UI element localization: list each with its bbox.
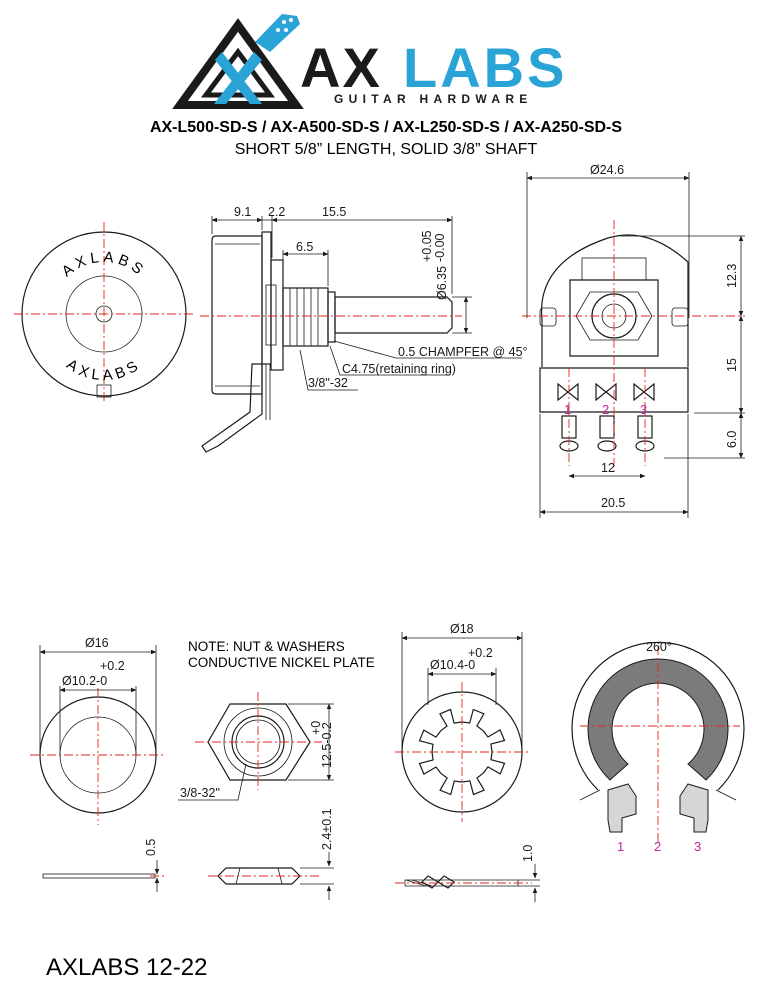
guitar-headstock-icon [255,14,300,52]
note-retaining-ring: C4.75(retaining ring) [342,362,456,376]
resistive-track-view: 260° 1 2 3 [571,640,745,854]
lock-washer-thickness: 1.0 [521,845,535,862]
brand-tagline: GUITAR HARDWARE [334,92,533,106]
back-pin-1: 1 [564,402,571,417]
axlabs-logo: AX LABS GUITAR HARDWARE [172,14,567,109]
model-list: AX-L500-SD-S / AX-A500-SD-S / AX-L250-SD… [150,119,622,136]
track-pin-3: 3 [694,839,701,854]
nut-af-tol: +0 [309,721,323,735]
washer-outer-dia: Ø16 [85,636,109,650]
pot-back-view: Ø24.6 12.3 15 6.0 12 20.5 1 2 3 [522,163,745,518]
track-pin-2: 2 [654,839,661,854]
dim-15-5: 15.5 [322,205,346,219]
lock-washer-inner-dia: Ø10.4-0 [430,658,475,672]
nut-thickness: 2.4±0.1 [320,808,334,850]
pot-front-view: AXLABS AXLABS [14,222,194,404]
brand-name-light: LABS [403,36,567,99]
pot-side-view: 9.1 2.2 15.5 6.5 Ø6.35 +0.05 -0.00 0.5 C… [200,205,528,453]
nut-note-line1: NOTE: NUT & WASHERS [188,639,345,654]
washer-inner-dia: Ø10.2-0 [62,674,107,688]
lock-washer-view: Ø18 Ø10.4-0 +0.2 1.0 [395,622,540,902]
lock-washer-inner-tol: +0.2 [468,646,493,660]
nut-view: NOTE: NUT & WASHERS CONDUCTIVE NICKEL PL… [178,639,375,900]
drawing-code: AXLABS 12-22 [46,954,207,981]
nut-thread: 3/8-32" [180,786,220,800]
dim-6-0: 6.0 [725,431,739,448]
track-pin-1: 1 [617,839,624,854]
note-thread: 3/8"-32 [308,376,348,390]
note-chamfer: 0.5 CHAMPFER @ 45° [398,345,528,359]
brand-name-dark: AX [300,36,382,99]
nut-across-flats: 12.5-0.2 [320,722,334,768]
flat-washer-view: Ø16 Ø10.2-0 +0.2 0.5 [30,636,166,892]
dim-2-2: 2.2 [268,205,285,219]
dim-pitch-12: 12 [601,461,615,475]
washer-thickness: 0.5 [144,839,158,856]
dim-6-5: 6.5 [296,240,313,254]
dim-shaft-dia: Ø6.35 [435,266,449,300]
back-pin-2: 2 [602,402,609,417]
dim-9-1: 9.1 [234,205,251,219]
dim-12-3: 12.3 [725,264,739,288]
dim-20-5: 20.5 [601,496,625,510]
dim-15: 15 [725,358,739,372]
tol-plus: +0.05 [420,230,434,262]
washer-inner-tol: +0.2 [100,659,125,673]
nut-note-line2: CONDUCTIVE NICKEL PLATE [188,655,375,670]
back-pin-3: 3 [640,402,647,417]
rotation-angle: 260° [646,640,672,654]
lock-washer-outer-dia: Ø18 [450,622,474,636]
product-subtitle: SHORT 5/8” LENGTH, SOLID 3/8” SHAFT [235,141,538,158]
tol-minus: -0.00 [433,233,447,262]
dim-dia-24-6: Ø24.6 [590,163,624,177]
